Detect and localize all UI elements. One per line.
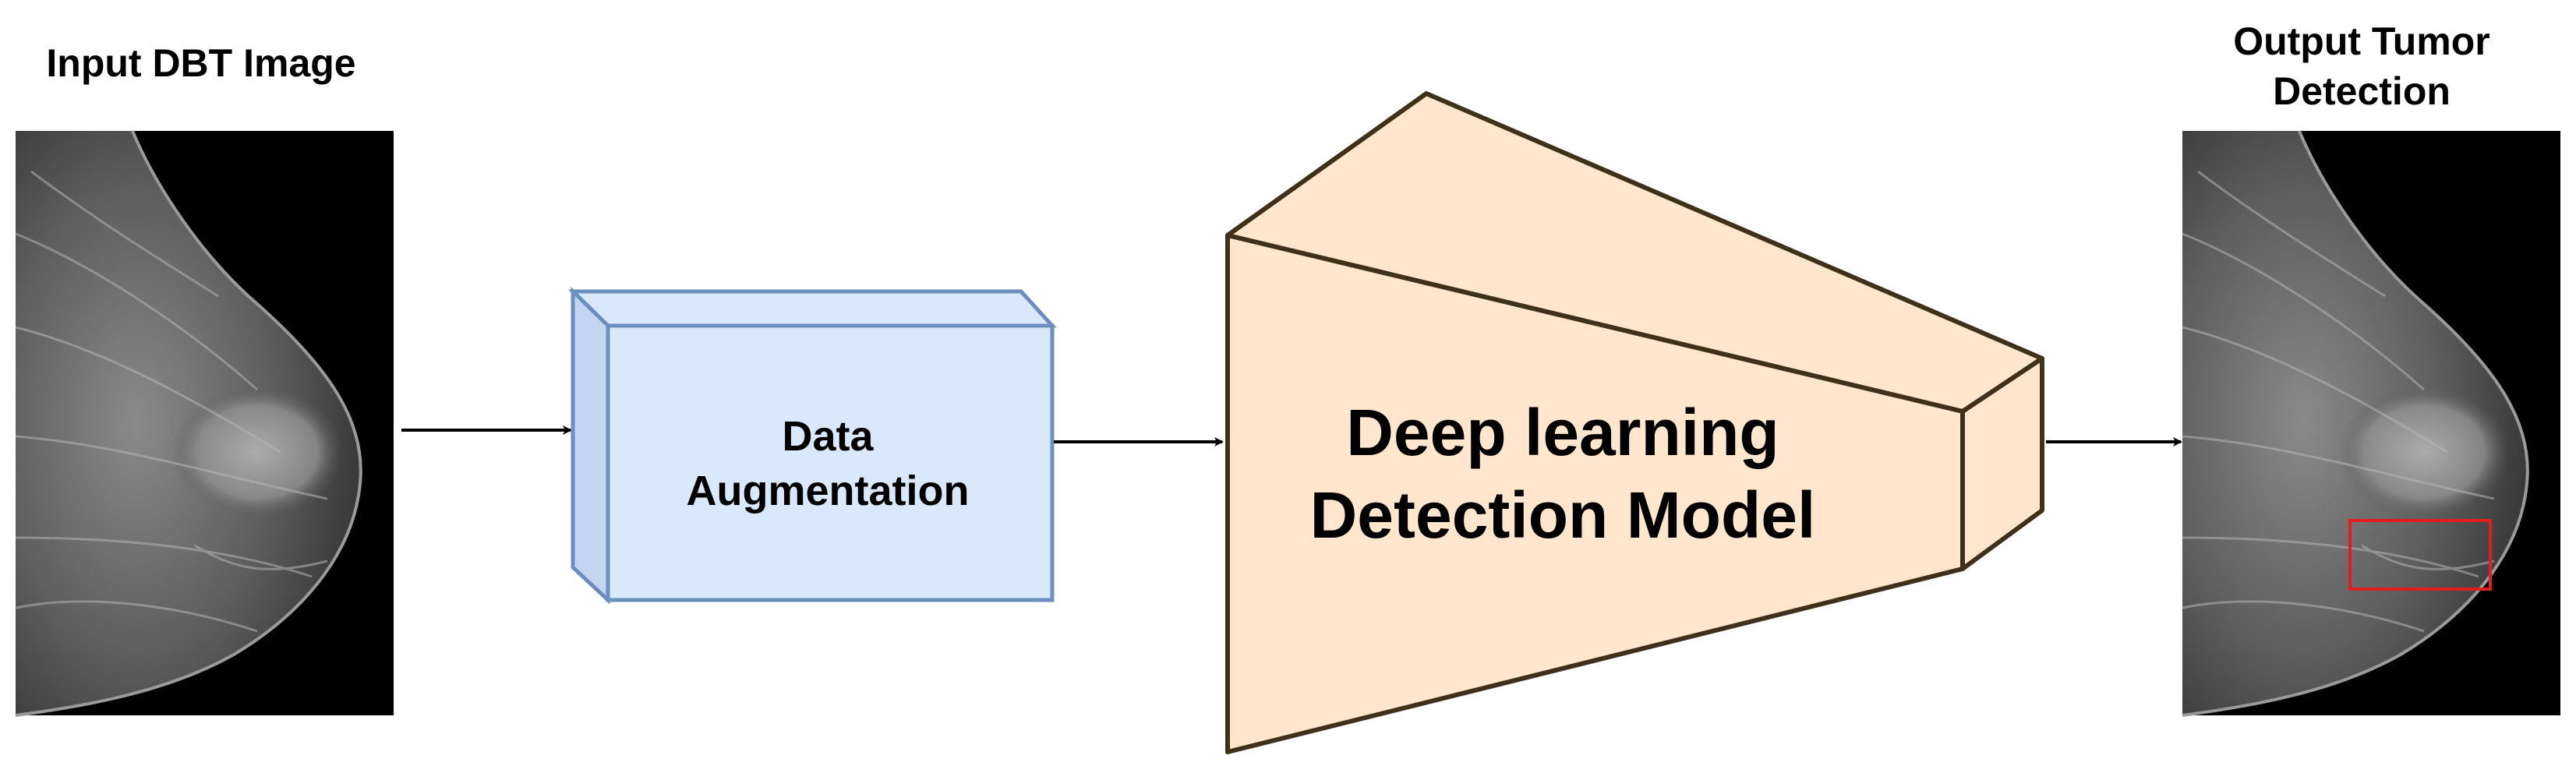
augmentation-top-face <box>567 289 1057 328</box>
output-title-line1: Output Tumor <box>2233 19 2490 63</box>
augmentation-label-line2: Augmentation <box>687 468 970 514</box>
augmentation-front-face <box>606 323 1055 602</box>
detection-model-block: Deep learning Detection Model <box>1225 91 2044 754</box>
tumor-detection-box <box>2348 519 2492 591</box>
input-skin-line <box>15 130 362 717</box>
input-dense-region <box>171 386 343 518</box>
input-tissue-strands <box>15 170 328 633</box>
output-dense-region <box>2338 386 2510 518</box>
model-front-face <box>1225 233 1965 754</box>
augmentation-side-face <box>571 287 610 605</box>
input-dbt-image <box>15 130 394 717</box>
output-detection-image <box>2182 130 2560 717</box>
output-title-line2: Detection <box>2273 69 2451 113</box>
data-augmentation-block: Data Augmentation <box>567 287 1057 605</box>
output-skin-line <box>2182 130 2529 717</box>
input-image-title: Input DBT Image <box>46 41 355 85</box>
model-label-line1: Deep learning <box>1346 396 1779 469</box>
augmentation-label-line1: Data <box>782 413 874 460</box>
output-tissue-strands <box>2182 170 2495 633</box>
model-label-line2: Detection Model <box>1310 478 1816 552</box>
